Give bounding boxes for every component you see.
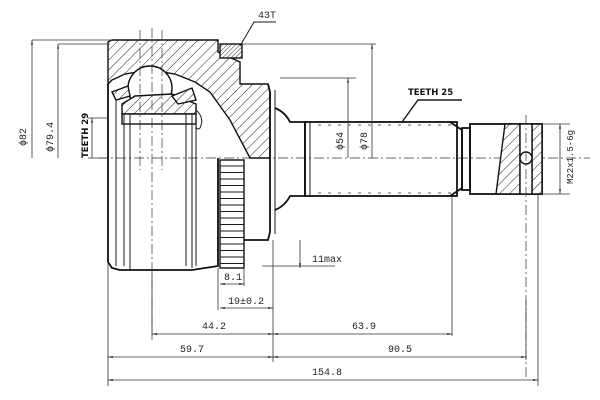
abs-ring [219,159,245,269]
label-thread: M22x1.5-6g [566,130,576,184]
splined-shaft [304,121,471,197]
label-43t: 43T [258,11,276,22]
bell-housing [107,28,271,340]
dim-59-7: 59.7 [180,345,204,356]
label-teeth-29: TEETH 29 [81,113,91,158]
label-teeth-25: TEETH 25 [408,88,453,98]
dim-phi82: ϕ82 [18,128,30,146]
dim-8-1: 8.1 [224,273,242,284]
dim-154-8: 154.8 [312,368,342,379]
threaded-end [469,115,543,380]
dimension-lines [31,21,570,386]
abs-ring-section [219,43,243,59]
dim-phi79-4: ϕ79.4 [45,122,57,152]
dim-phi54: ϕ54 [335,132,347,150]
dim-11max: 11max [312,255,342,266]
dim-44-2: 44.2 [202,322,226,333]
dim-phi78: ϕ78 [359,132,371,150]
dim-90-5: 90.5 [388,345,412,356]
dim-19: 19±0.2 [228,297,264,308]
dim-63-9: 63.9 [352,322,376,333]
